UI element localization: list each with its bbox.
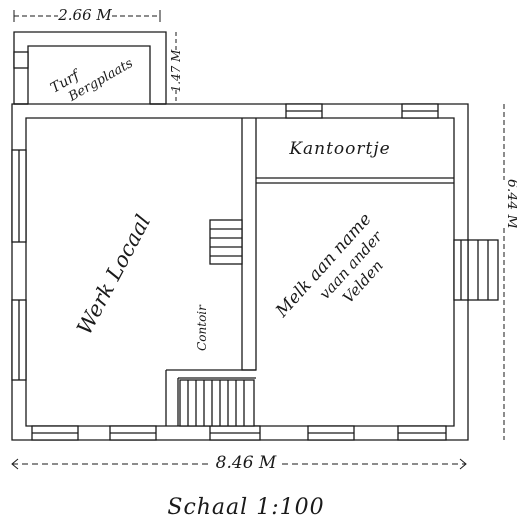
small-depth-dimension: 1.47 M xyxy=(169,49,183,93)
bottom-width-dimension: 8.46 M xyxy=(216,453,277,473)
counter-label: Contoir xyxy=(195,304,209,351)
right-depth-dimension: 6.44 M xyxy=(504,179,517,230)
scale-label: Schaal 1:100 xyxy=(167,495,324,520)
milk-room-label: Melk aan name vaan ander Velden xyxy=(271,209,386,322)
office-label: Kantoortje xyxy=(288,139,390,159)
dimension-lines xyxy=(11,10,505,470)
workshop-stair xyxy=(209,219,243,265)
workshop-label: Werk Locaal xyxy=(72,211,155,339)
top-width-dimension: 2.66 M xyxy=(57,6,112,24)
counter-stair xyxy=(179,379,255,427)
windows xyxy=(11,103,447,441)
entrance-steps xyxy=(453,239,499,301)
storage-room-label: Turf Bergplaats xyxy=(48,56,136,105)
